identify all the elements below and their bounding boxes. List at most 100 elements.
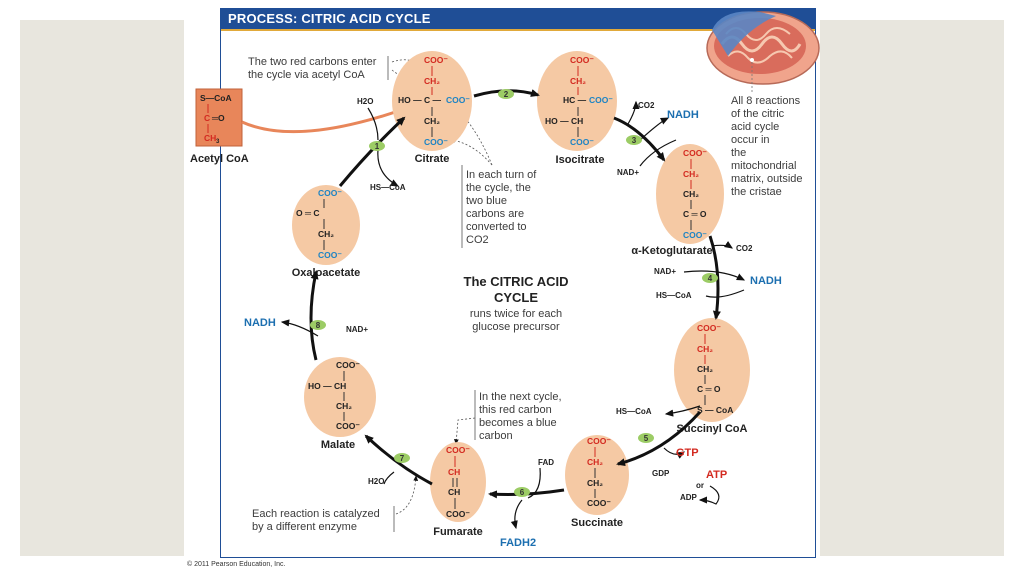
svg-text:COO⁻: COO⁻ bbox=[424, 55, 448, 65]
step-number: 2 bbox=[504, 90, 509, 99]
figure-title: PROCESS: CITRIC ACID CYCLE bbox=[228, 11, 431, 26]
note-mitochondria: All 8 reactions of the citric acid cycle… bbox=[731, 95, 803, 198]
nad-label: NAD+ bbox=[346, 325, 368, 334]
oxaloacetate-label: Oxaloacetate bbox=[292, 267, 360, 279]
svg-text:COO⁻: COO⁻ bbox=[446, 509, 470, 519]
svg-text:COO⁻: COO⁻ bbox=[336, 360, 360, 370]
svg-text:COO⁻: COO⁻ bbox=[697, 323, 721, 333]
note-line: carbon bbox=[479, 430, 513, 442]
nadh-label: NADH bbox=[244, 317, 276, 329]
note-pointer bbox=[449, 138, 493, 166]
svg-text:CH₂: CH₂ bbox=[424, 116, 440, 126]
citrate-molecule: COO⁻ CH₂ HO — C —COO⁻ CH₂ COO⁻ bbox=[392, 51, 472, 151]
note-line: occur in bbox=[731, 134, 770, 146]
note-line: this red carbon bbox=[479, 404, 552, 416]
note-line: In each turn of bbox=[466, 169, 537, 181]
svg-text:CH₂: CH₂ bbox=[697, 344, 713, 354]
adp-label: ADP bbox=[680, 493, 698, 502]
note-line: the cristae bbox=[731, 186, 782, 198]
step-badge-4: 4 bbox=[702, 273, 718, 283]
fumarate-molecule: COO⁻ CH CH COO⁻ bbox=[430, 442, 486, 522]
svg-text:CH₂: CH₂ bbox=[424, 76, 440, 86]
svg-text:HO — CH: HO — CH bbox=[308, 381, 346, 391]
note-blue-carbons: In each turn of the cycle, the two blue … bbox=[466, 169, 537, 246]
svg-text:COO⁻: COO⁻ bbox=[587, 436, 611, 446]
center-title-line: CYCLE bbox=[494, 290, 538, 305]
note-line: of the citric bbox=[731, 108, 785, 120]
succinyl-coa-label: Succinyl CoA bbox=[677, 423, 748, 435]
hs-coa-label: HS—CoA bbox=[370, 183, 406, 192]
nad-label: NAD+ bbox=[654, 267, 676, 276]
svg-text:═O: ═O bbox=[211, 113, 225, 123]
center-subtitle-line: runs twice for each bbox=[470, 308, 562, 320]
note-line: by a different enzyme bbox=[252, 521, 357, 533]
svg-text:HC —: HC — bbox=[563, 95, 587, 105]
isocitrate-molecule: COO⁻ CH₂ HC —COO⁻ HO — CH COO⁻ bbox=[537, 51, 617, 151]
co2-label: CO2 bbox=[736, 244, 753, 253]
succinate-molecule: COO⁻ CH₂ CH₂ COO⁻ bbox=[565, 435, 629, 515]
svg-text:COO⁻: COO⁻ bbox=[587, 498, 611, 508]
svg-text:COO⁻: COO⁻ bbox=[424, 137, 448, 147]
nadh-label: NADH bbox=[667, 109, 699, 121]
left-side-panel bbox=[20, 20, 184, 556]
svg-text:S — CoA: S — CoA bbox=[697, 405, 733, 415]
copyright-text: © 2011 Pearson Education, Inc. bbox=[187, 561, 286, 568]
note-line: the cycle, the bbox=[466, 182, 531, 194]
svg-text:3: 3 bbox=[216, 139, 220, 145]
atp-label: ATP bbox=[706, 469, 727, 481]
svg-text:C: C bbox=[204, 113, 210, 123]
step-number: 5 bbox=[644, 434, 649, 443]
svg-text:COO⁻: COO⁻ bbox=[318, 250, 342, 260]
svg-text:COO⁻: COO⁻ bbox=[570, 137, 594, 147]
svg-text:COO⁻: COO⁻ bbox=[589, 95, 613, 105]
gdp-label: GDP bbox=[652, 469, 670, 478]
malate-label: Malate bbox=[321, 439, 355, 451]
hs-coa-label: HS—CoA bbox=[656, 291, 692, 300]
acetyl-coa-label: Acetyl CoA bbox=[190, 153, 249, 165]
note-line: mitochondrial bbox=[731, 160, 796, 172]
center-title: The CITRIC ACID CYCLE runs twice for eac… bbox=[464, 274, 569, 333]
note-line: becomes a blue bbox=[479, 417, 557, 429]
nad-label: NAD+ bbox=[617, 168, 639, 177]
center-title-line: The CITRIC ACID bbox=[464, 274, 569, 289]
svg-text:CH₂: CH₂ bbox=[587, 478, 603, 488]
center-subtitle-line: glucose precursor bbox=[472, 321, 560, 333]
svg-text:CH₂: CH₂ bbox=[336, 401, 352, 411]
note-line: the bbox=[731, 147, 746, 159]
right-side-panel bbox=[820, 20, 1004, 556]
succinate-label: Succinate bbox=[571, 517, 623, 529]
step-badges: 1 2 3 4 5 6 7 8 bbox=[310, 89, 718, 497]
acetyl-entry-arrow bbox=[241, 102, 420, 134]
svg-text:HO — CH: HO — CH bbox=[545, 116, 583, 126]
fad-label: FAD bbox=[538, 458, 554, 467]
step-badge-1: 1 bbox=[369, 141, 385, 151]
svg-text:CH₂: CH₂ bbox=[570, 76, 586, 86]
or-label: or bbox=[696, 481, 704, 490]
alpha-ketoglutarate-molecule: COO⁻ CH₂ CH₂ C ═ O COO⁻ bbox=[656, 144, 724, 244]
svg-text:CH: CH bbox=[204, 133, 216, 143]
water-label: H2O bbox=[368, 477, 384, 486]
svg-text:COO⁻: COO⁻ bbox=[683, 148, 707, 158]
water-label: H2O bbox=[357, 97, 373, 106]
svg-text:COO⁻: COO⁻ bbox=[446, 95, 470, 105]
hs-coa-label: HS—CoA bbox=[616, 407, 652, 416]
isocitrate-label: Isocitrate bbox=[556, 154, 605, 166]
note-line: The two red carbons enter bbox=[248, 56, 377, 68]
nadh-label: NADH bbox=[750, 275, 782, 287]
note-line: Each reaction is catalyzed bbox=[252, 508, 380, 520]
svg-text:CH₂: CH₂ bbox=[683, 169, 699, 179]
svg-text:COO⁻: COO⁻ bbox=[336, 421, 360, 431]
svg-text:CH₂: CH₂ bbox=[683, 189, 699, 199]
fumarate-label: Fumarate bbox=[433, 526, 483, 538]
step-badge-6: 6 bbox=[514, 487, 530, 497]
step-badge-3: 3 bbox=[626, 135, 642, 145]
note-line: All 8 reactions bbox=[731, 95, 801, 107]
alpha-ketoglutarate-label: α-Ketoglutarate bbox=[631, 245, 712, 257]
gtp-label: GTP bbox=[676, 447, 699, 459]
svg-text:COO⁻: COO⁻ bbox=[683, 230, 707, 240]
step-badge-7: 7 bbox=[394, 453, 410, 463]
note-next-cycle: In the next cycle, this red carbon becom… bbox=[479, 391, 562, 442]
note-enzyme: Each reaction is catalyzed by a differen… bbox=[252, 508, 380, 533]
succinyl-coa-molecule: COO⁻ CH₂ CH₂ C ═ O S — CoA bbox=[674, 318, 750, 422]
